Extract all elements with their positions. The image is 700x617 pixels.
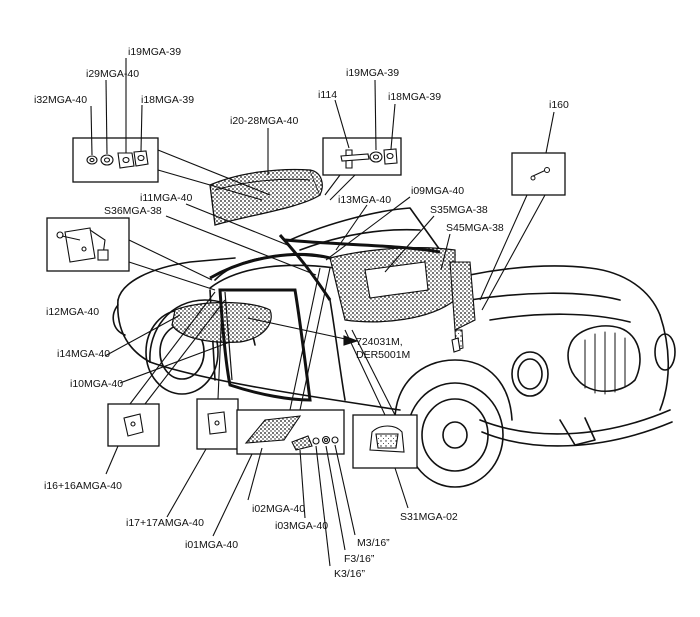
label-s45: S45MGA-38: [446, 222, 504, 234]
label-i19-mid: i19MGA-39: [346, 67, 400, 79]
label-f3: F3/16”: [344, 553, 375, 565]
door-pocket: [364, 261, 429, 299]
label-i17: i17+17AMGA-40: [126, 517, 204, 529]
label-s36: S36MGA-38: [104, 205, 162, 217]
label-i03: i03MGA-40: [275, 520, 329, 532]
label-i13: i13MGA-40: [338, 194, 392, 206]
label-i32: i32MGA-40: [34, 94, 88, 106]
label-i09: i09MGA-40: [411, 185, 465, 197]
leader-lines: [90, 58, 555, 567]
label-s35: S35MGA-38: [430, 204, 488, 216]
label-i16: i16+16AMGA-40: [44, 480, 122, 492]
label-i18-mid: i18MGA-39: [388, 91, 442, 103]
label-i01: i01MGA-40: [185, 539, 239, 551]
label-i19-top: i19MGA-39: [128, 46, 182, 58]
label-s31: S31MGA-02: [400, 511, 458, 523]
label-i12: i12MGA-40: [46, 306, 100, 318]
label-i11: i11MGA-40: [140, 192, 193, 204]
label-i114: i114: [318, 89, 338, 101]
label-i20-28: i20-28MGA-40: [230, 115, 299, 127]
inset-i16: [107, 403, 160, 447]
label-i14: i14MGA-40: [57, 348, 111, 360]
label-i160: i160: [549, 99, 569, 111]
label-k3: K3/16”: [334, 568, 365, 580]
label-i29: i29MGA-40: [86, 68, 140, 80]
label-m3: M3/16”: [357, 537, 390, 549]
label-724031m: 724031M,: [356, 336, 403, 348]
label-i10: i10MGA-40: [70, 378, 124, 390]
label-i18-top: i18MGA-39: [141, 94, 195, 106]
label-i02: i02MGA-40: [252, 503, 306, 515]
kick-panel: [449, 261, 476, 331]
label-der5001m: DER5001M: [356, 349, 411, 361]
